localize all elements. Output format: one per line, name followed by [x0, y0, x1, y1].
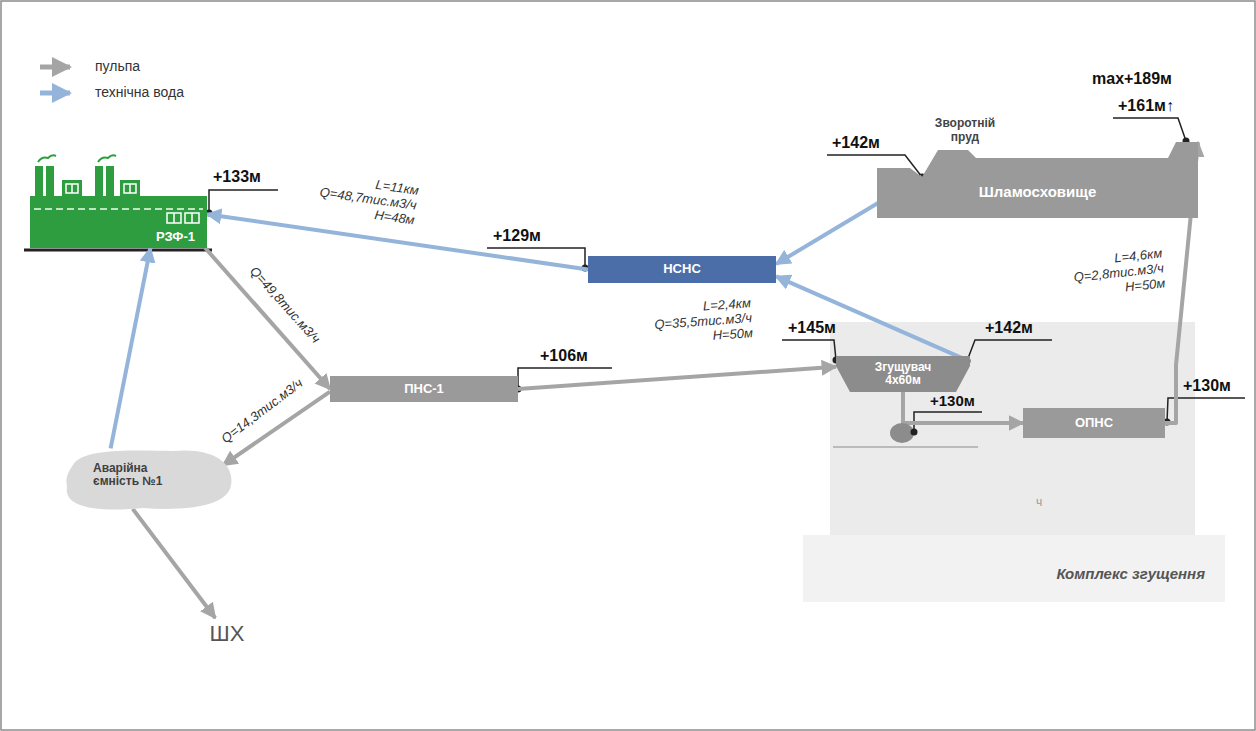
elevation-label: +130м [930, 392, 975, 409]
factory-body [30, 196, 207, 248]
node-label: Аварійна ємність №1 [93, 462, 179, 488]
factory-icon [35, 166, 140, 196]
pulp-pipe [133, 509, 216, 618]
factory-window [185, 213, 199, 223]
outline-shape [836, 356, 970, 392]
elevation-label: max+189м [1092, 70, 1172, 88]
pump-station-box: ОПНС [1023, 408, 1165, 438]
outline-shape [877, 142, 1198, 218]
water-pipe [776, 276, 967, 360]
factory-dash [34, 208, 203, 210]
factory-window [167, 213, 181, 223]
node-label: РЗФ-1 [156, 230, 195, 244]
outline-shape [66, 450, 231, 509]
node-label: Комплекс згущення [1056, 566, 1205, 583]
elevation-label: +129м [493, 227, 541, 245]
chimney [95, 166, 103, 196]
chimney [106, 166, 114, 196]
legend-text: пульпа [95, 58, 140, 74]
elevation-label: +130м [1183, 377, 1231, 395]
pipe-parameters: L=4,6км Q=2,8тис.м3/ч H=50м [1054, 246, 1166, 302]
node-label: ПНС-1 [404, 382, 444, 396]
pipe-parameters: L=11км Q=48,7тис.м3/ч H=48м [302, 168, 419, 228]
leader-line [1113, 118, 1186, 141]
factory-box: РЗФ-1 [30, 196, 207, 248]
workshop [62, 180, 82, 196]
window [129, 184, 131, 193]
water-pipe [111, 248, 151, 448]
leader-line [782, 340, 836, 360]
node-label: Згущувач 4х60м [865, 361, 941, 387]
pulp-pipe [205, 248, 330, 389]
elevation-dot [911, 429, 918, 436]
leader-line [1167, 398, 1245, 422]
workshop-windows [66, 184, 136, 193]
smoke [38, 155, 116, 162]
elevation-label: +145м [788, 319, 836, 337]
pulp-pipe [518, 367, 836, 389]
pipe-parameters: L=2,4км Q=35,5тис.м3/ч H=50м [639, 296, 754, 349]
pipe-parameters: Q=14,3тис.м3/ч [208, 368, 317, 455]
legend-water-arrow [40, 91, 70, 96]
elevation-label: ч [1036, 496, 1042, 510]
window [71, 184, 73, 193]
elevation-label: +142м [832, 134, 880, 152]
thickening-complex-band: Комплекс згущення Згущувач 4х60мОПНС [803, 320, 1225, 602]
emergency-tank-shape: Аварійна ємність №1 [63, 445, 233, 513]
window [66, 184, 78, 193]
elevation-label: +106м [540, 347, 588, 365]
node-label: Шламосховище [979, 184, 1097, 201]
pipe-parameters: Q=49,8тис.м3/ч [237, 254, 332, 357]
sump [890, 423, 914, 443]
complex-area [830, 322, 1195, 537]
factory-window [173, 213, 175, 223]
pump-station-box: НСНС [588, 256, 776, 283]
elevation-label: +142м [985, 319, 1033, 337]
elevation-leaders [209, 118, 1245, 432]
window [124, 184, 136, 193]
node-label: НСНС [663, 262, 701, 276]
complex-area-strip [803, 535, 1225, 602]
ground-line [24, 249, 212, 252]
elevation-label: +161м↑ [1118, 97, 1174, 115]
pump-station-box: ПНС-1 [330, 376, 518, 402]
smoke-curve [38, 155, 56, 162]
leader-line [209, 190, 278, 213]
node-label: ШХ [210, 622, 245, 646]
destination-label-box: ШХ [198, 618, 257, 650]
leader-line [967, 340, 1052, 361]
sludge-storage-shape: Шламосховище [877, 140, 1198, 218]
pulp-pipe [903, 392, 1023, 423]
legend-text: технічна вода [95, 84, 184, 100]
legend-pulp-arrow [40, 65, 70, 70]
node-outline [877, 140, 1198, 218]
smoke-curve [98, 155, 116, 162]
chimney [46, 166, 54, 196]
factory-window [191, 213, 193, 223]
floor-line [833, 446, 978, 447]
elevation-label: +133м [213, 168, 261, 186]
workshop [120, 180, 140, 196]
chimney [35, 166, 43, 196]
node-label: ОПНС [1075, 416, 1113, 430]
pond-name: Зворотній пруд [933, 117, 997, 145]
thickener-shape: Згущувач 4х60м [836, 356, 970, 392]
